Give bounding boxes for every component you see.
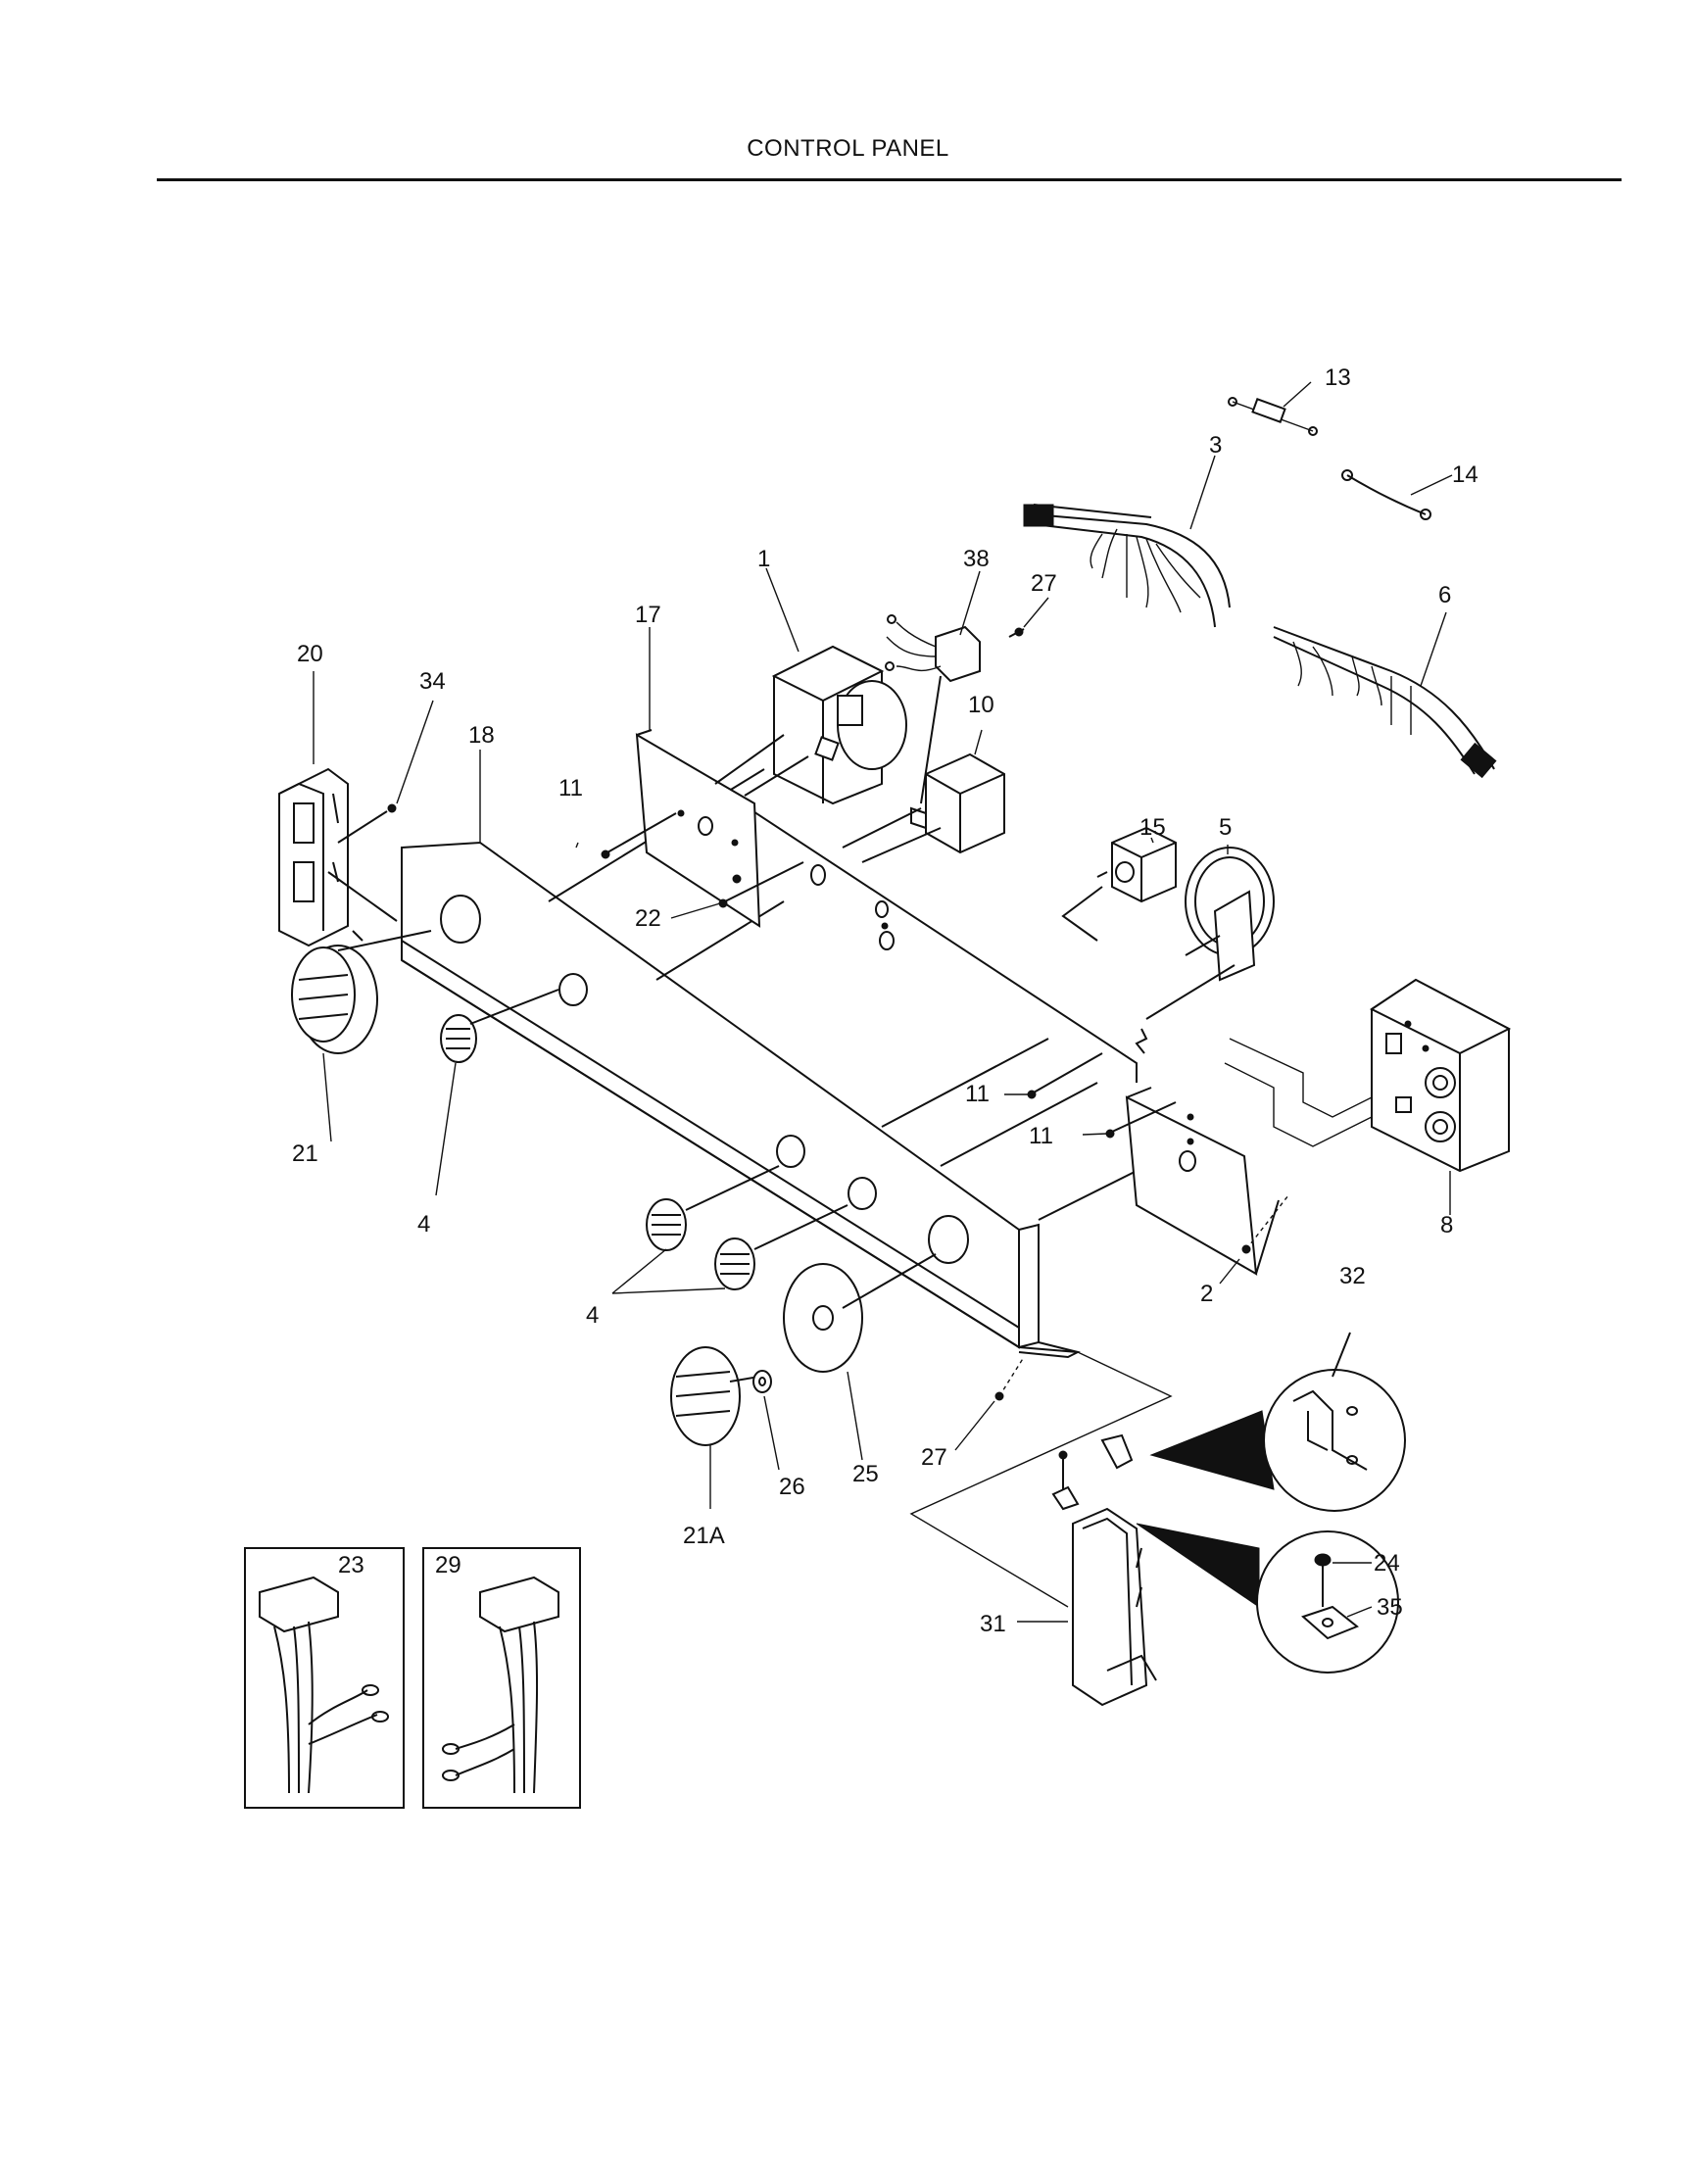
callout-15: 15 [1139, 814, 1166, 841]
callout-1: 1 [757, 546, 770, 572]
knob-4-pair-b [714, 1204, 848, 1290]
screw-11-low [1105, 1101, 1177, 1139]
callout-10: 10 [968, 692, 994, 718]
knob-21 [291, 930, 432, 1054]
timer-part [714, 645, 907, 805]
rotary-switch [1061, 826, 1177, 942]
jumper-wire [1341, 469, 1431, 520]
inset-box-23 [244, 1547, 405, 1809]
push-switch [842, 752, 1005, 863]
callout-2: 2 [1200, 1281, 1213, 1307]
screw-11-top [601, 812, 677, 859]
callout-34: 34 [419, 668, 446, 695]
leader-lines [313, 381, 1453, 1623]
callout-31: 31 [980, 1611, 1006, 1637]
callout-25: 25 [852, 1461, 879, 1487]
callout-23: 23 [338, 1552, 364, 1578]
callout-21: 21 [292, 1141, 318, 1167]
wire-harness-3 [1023, 504, 1231, 628]
callout-8: 8 [1440, 1212, 1453, 1238]
callout-11-mid: 11 [965, 1081, 990, 1107]
left-mounting-bracket [635, 729, 895, 950]
screws [337, 627, 1289, 1401]
callout-32: 32 [1339, 1263, 1366, 1289]
knob-4-pair-a [646, 1165, 780, 1251]
callout-20: 20 [297, 641, 323, 667]
callout-3: 3 [1209, 432, 1222, 459]
page-title: CONTROL PANEL [747, 135, 949, 162]
callout-27-low: 27 [921, 1444, 947, 1471]
left-end-cap [278, 767, 398, 947]
callout-5: 5 [1219, 814, 1232, 841]
bezel-disc-25 [783, 1253, 937, 1373]
screw-2 [1241, 1194, 1289, 1254]
selector-switch [1145, 847, 1275, 1020]
screw-27-low [994, 1356, 1025, 1401]
electronic-control-board [1224, 978, 1512, 1173]
right-end-cap [909, 1351, 1173, 1707]
callout-11-top: 11 [558, 775, 583, 801]
screw-11-mid [1027, 1052, 1103, 1099]
callout-13: 13 [1325, 364, 1351, 391]
screw-27-top [1008, 627, 1025, 638]
detail-bubble-24-35 [1136, 1523, 1399, 1674]
callout-26: 26 [779, 1474, 805, 1500]
knob-21a [670, 1346, 760, 1446]
callout-35: 35 [1377, 1594, 1403, 1621]
wire-harness-6 [1273, 626, 1497, 779]
callout-38: 38 [963, 546, 990, 572]
sensor-module [885, 614, 981, 804]
callout-29: 29 [435, 1552, 461, 1578]
callout-22: 22 [635, 905, 661, 932]
knob-4-small [440, 989, 559, 1063]
washer-26 [752, 1370, 772, 1393]
title-rule [157, 178, 1622, 181]
thermal-fuse [1228, 397, 1318, 436]
screw-34 [337, 803, 397, 844]
callout-27-top: 27 [1031, 570, 1057, 597]
callout-17: 17 [635, 602, 661, 628]
callout-4-single: 4 [417, 1211, 430, 1238]
callout-6: 6 [1438, 582, 1451, 608]
callout-24: 24 [1374, 1550, 1400, 1577]
callout-14: 14 [1452, 461, 1478, 488]
callout-labels: 13 3 14 38 27 1 6 17 20 34 18 10 11 15 5… [292, 364, 1478, 1637]
right-mounting-bracket [1125, 1028, 1280, 1276]
callout-11-low: 11 [1029, 1123, 1053, 1149]
callout-4-pair: 4 [586, 1302, 599, 1329]
callout-21a: 21A [683, 1523, 725, 1549]
control-panel-console [401, 841, 1081, 1359]
inset-box-29 [422, 1547, 581, 1809]
callout-18: 18 [468, 722, 495, 749]
detail-bubble-32 [1149, 1332, 1406, 1512]
